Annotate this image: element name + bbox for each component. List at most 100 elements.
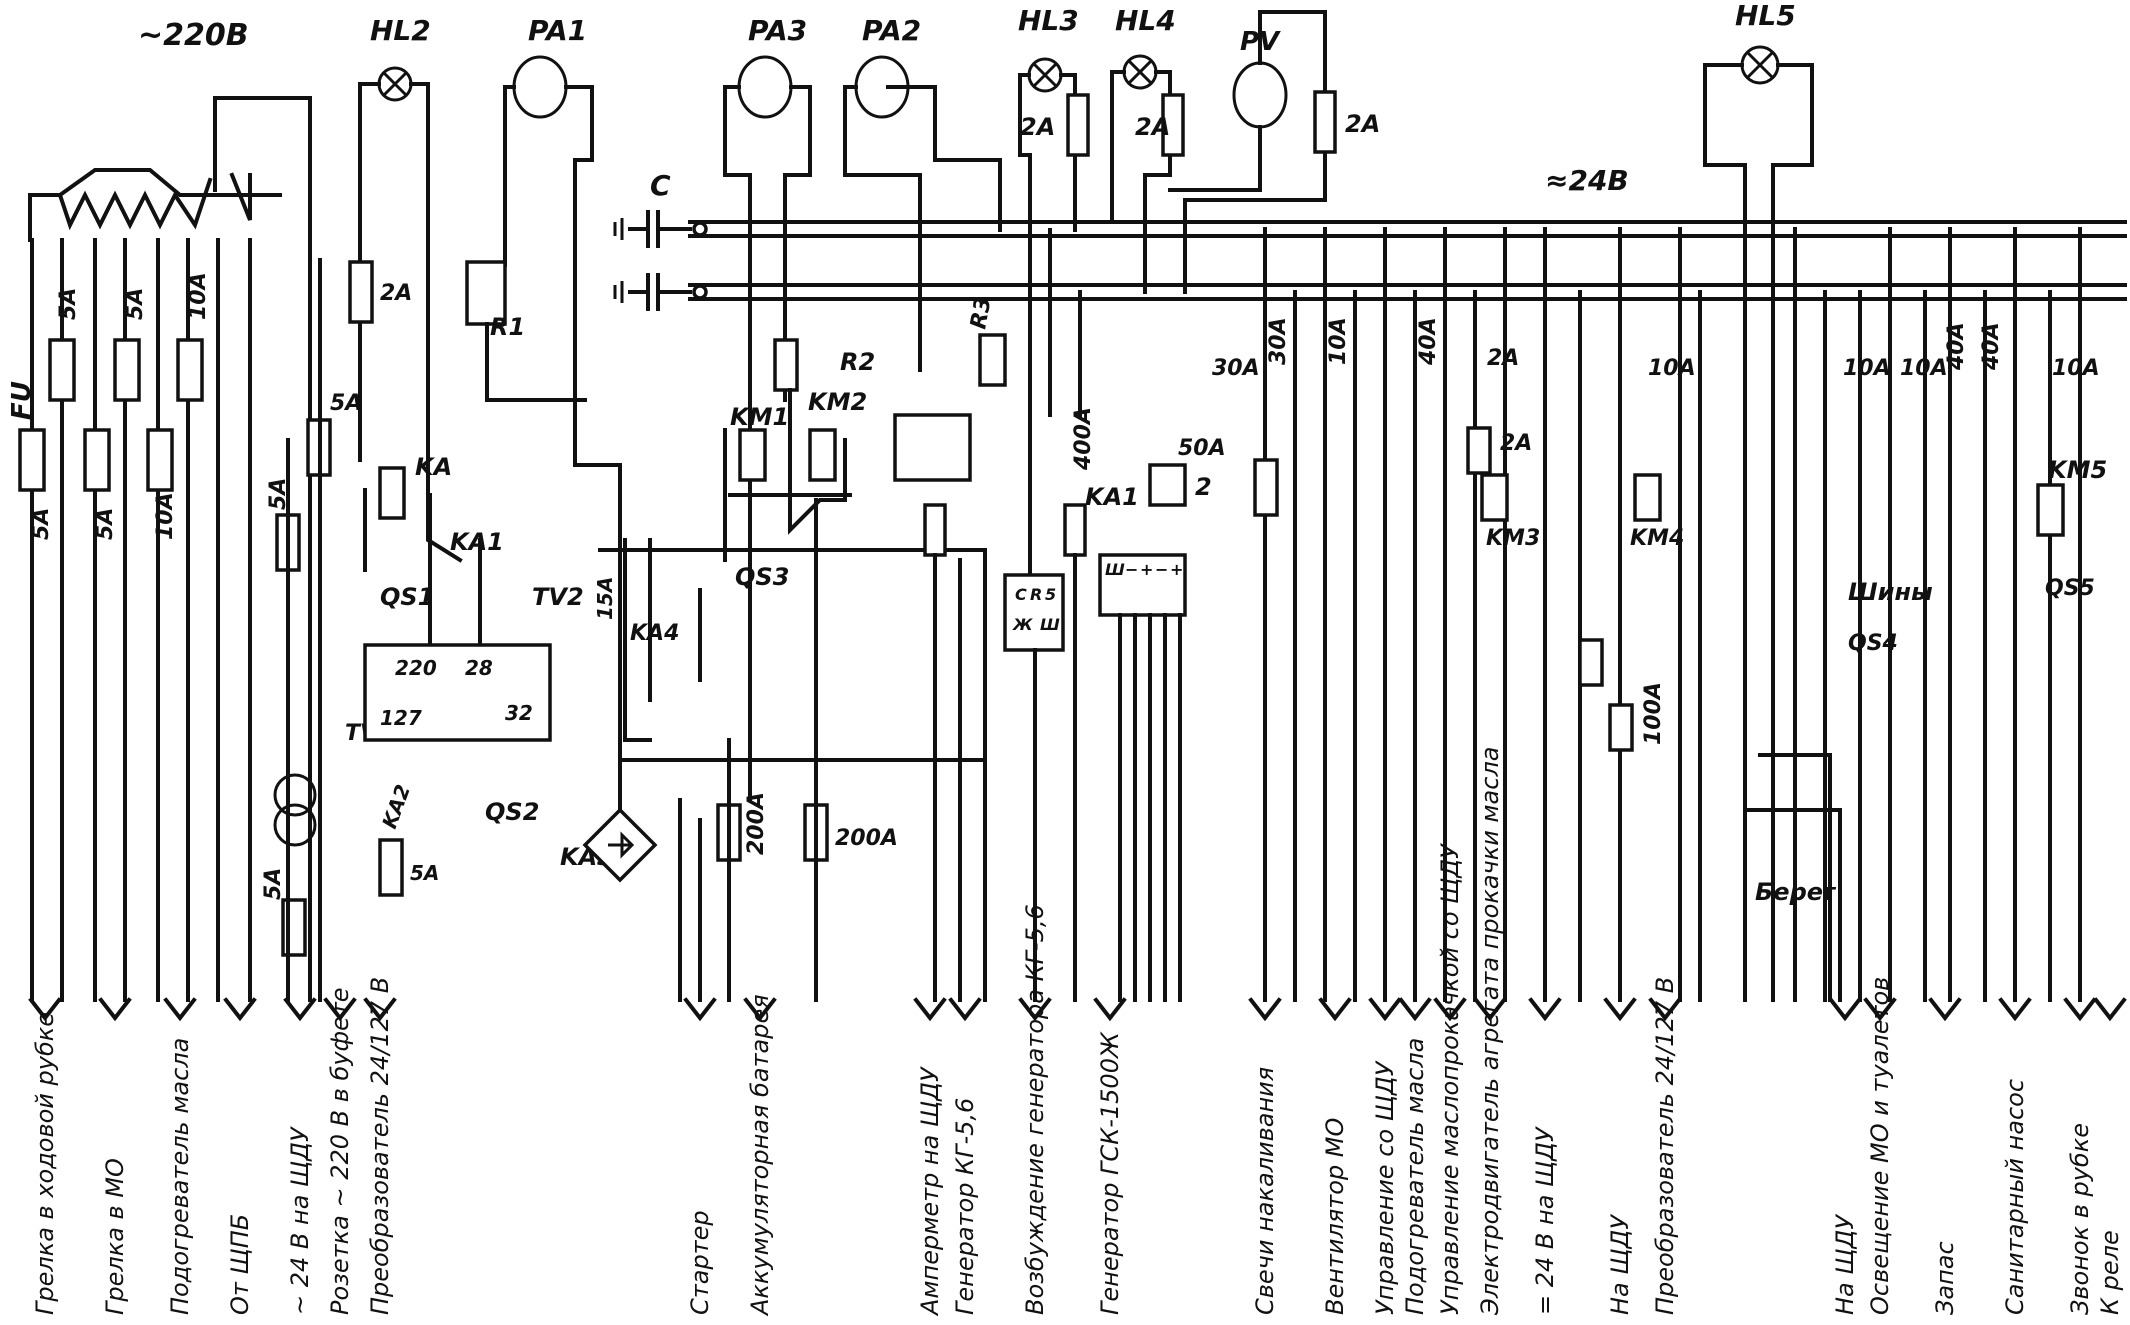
output-label: Управление маслопрокачкой со ЩДУ	[1436, 843, 1464, 1315]
output-label: На ЩДУ	[1606, 1214, 1634, 1315]
qs5-label: QS5	[2045, 576, 2095, 601]
terminal-label: Ш	[1105, 560, 1125, 579]
contactor-km2	[808, 428, 837, 482]
rectifier-bridge	[582, 807, 658, 883]
fuse-rating: 5A	[93, 508, 118, 540]
output-arrow	[1648, 997, 1682, 1022]
gen-terminal-box-1	[1003, 573, 1065, 652]
output-arrow	[1398, 997, 1432, 1022]
output-label: Преобразователь 24/127 В	[366, 977, 394, 1315]
output-label: Генератор КГ-5,6	[951, 1098, 979, 1315]
output-arrow	[1828, 997, 1862, 1022]
output-arrow	[2063, 997, 2097, 1022]
fuse-rating: 2A	[380, 281, 412, 306]
tap-label: 220	[395, 656, 437, 680]
qs4-label: QS4	[1848, 631, 1898, 656]
resistor-r1	[465, 260, 507, 326]
fuse	[1161, 93, 1185, 157]
output-label: = 24 В на ЩДУ	[1531, 1126, 1559, 1315]
fuse	[1313, 90, 1337, 154]
ac-voltage-label: ~220В	[138, 18, 249, 53]
terminal-label: −	[1155, 560, 1168, 579]
dc-bus	[688, 220, 2127, 301]
output-label: Генератор ГСК-1500Ж	[1096, 1031, 1124, 1315]
output-arrow	[913, 997, 947, 1022]
fuse-rating: 2A	[1135, 113, 1170, 141]
fuse-rating: 15A	[593, 577, 617, 620]
shore-label: Берег	[1755, 878, 1837, 906]
fuse	[923, 503, 947, 557]
fuse	[348, 260, 374, 324]
output-label: Запас	[1931, 1241, 1959, 1315]
output-arrow	[223, 997, 257, 1022]
breaker-rating: 2A	[1487, 346, 1519, 371]
km3-label: KM3	[1486, 526, 1540, 551]
generator-circuit	[893, 228, 1187, 1002]
km2-label: KM2	[808, 388, 867, 416]
fuse-rating: 200A	[744, 792, 769, 855]
dc-voltage-label: ≈24В	[1545, 164, 1629, 197]
lamp-hl3	[1018, 57, 1090, 602]
tap-label: 32	[505, 701, 533, 725]
breaker-rating: 40A	[1979, 322, 2004, 371]
output-arrow	[98, 997, 132, 1022]
output-label: Свечи накаливания	[1251, 1067, 1279, 1315]
r3-label: R3	[966, 295, 996, 331]
pa2-label: PA2	[862, 14, 921, 47]
output-label: Грелка в МО	[101, 1158, 129, 1315]
output-label: Стартер	[686, 1210, 714, 1315]
voltmeter-pv	[1168, 10, 1337, 294]
output-label: На ЩДУ	[1831, 1214, 1859, 1315]
fuse-rating: 2A	[1500, 431, 1532, 456]
km4-label: KM4	[1630, 526, 1684, 551]
output-label: Вентилятор МО	[1321, 1118, 1349, 1315]
output-label: Амперметр на ЩДУ	[916, 1066, 944, 1317]
contactor-km5	[2036, 483, 2065, 537]
output-arrow	[1928, 997, 1962, 1022]
capacitor-label: C	[650, 169, 671, 202]
branch-feeders-right	[1678, 227, 2082, 1002]
output-arrow	[1863, 997, 1897, 1022]
gen-terminal-box-2	[1098, 553, 1187, 617]
hl4-label: HL4	[1115, 4, 1176, 37]
output-arrow	[948, 997, 982, 1022]
contactor-km3	[1480, 473, 1509, 522]
output-arrow	[28, 997, 62, 1022]
output-label: К реле	[2096, 1230, 2124, 1315]
fuse	[146, 428, 174, 492]
breaker-rating: 40A	[1416, 317, 1441, 366]
terminal-label: +	[1140, 560, 1153, 579]
tap-label: 28	[465, 656, 493, 680]
capacitor-c: C	[613, 169, 692, 311]
fuse-rating: 5A	[29, 508, 54, 540]
breaker-rating: 400A	[1071, 407, 1096, 471]
terminal-label: −	[1125, 560, 1138, 579]
terminal-label: С	[1015, 585, 1027, 604]
fuse	[1253, 458, 1279, 517]
terminal-label: Ш	[1040, 615, 1060, 634]
resistor-r2	[773, 338, 799, 392]
fuse	[83, 428, 111, 492]
relay-ka	[363, 466, 552, 742]
ammeter-pa1	[465, 55, 622, 842]
lamp-hl2	[348, 66, 463, 563]
fuse	[113, 338, 141, 402]
pa1-label: PA1	[528, 14, 587, 47]
output-label: Розетка ~ 220 В в буфете	[326, 987, 354, 1315]
output-label: Управление со ЩДУ	[1371, 1060, 1399, 1315]
ka1-label: KA1	[450, 528, 504, 556]
fuse	[1066, 93, 1090, 157]
output-label: Электродвигатель агрегата прокачки масла	[1476, 747, 1504, 1317]
fuse-100a	[1608, 703, 1634, 752]
output-arrow	[1603, 997, 1637, 1022]
bus-terminal	[692, 284, 708, 300]
pa3-label: PA3	[748, 14, 807, 47]
terminal-label: 5	[1045, 585, 1056, 604]
fuse-rating: 100A	[1641, 682, 1666, 745]
breaker-rating: 30A	[1212, 356, 1260, 381]
contactor-km1	[738, 428, 767, 482]
hl3-label: HL3	[1018, 4, 1079, 37]
tv2-label: TV2	[532, 583, 584, 611]
output-arrow	[1248, 997, 1282, 1022]
